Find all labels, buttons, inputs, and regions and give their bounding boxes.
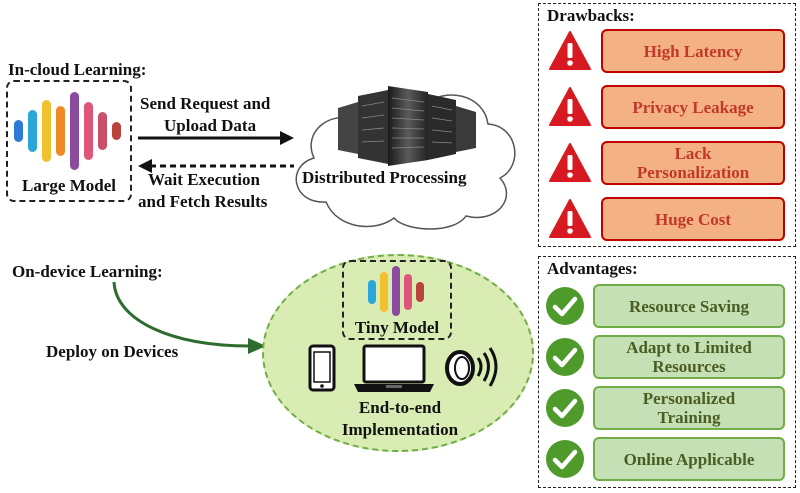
warning-icon bbox=[549, 87, 591, 126]
check-icon bbox=[546, 287, 584, 325]
large-model-label: Large Model bbox=[22, 176, 116, 195]
drawbacks-title: Drawbacks: bbox=[547, 6, 635, 25]
advantage-item: Online Applicable bbox=[539, 437, 795, 481]
drawback-item: Lack Personalization bbox=[539, 141, 795, 185]
phone-icon bbox=[308, 344, 336, 392]
drawbacks-panel: Drawbacks: High Latency Privacy Leakage … bbox=[538, 3, 796, 247]
smart-ring-icon bbox=[445, 347, 498, 387]
tiny-model-box: Tiny Model bbox=[342, 260, 452, 340]
check-icon bbox=[546, 440, 584, 478]
advantage-item: Personalized Training bbox=[539, 386, 795, 430]
warning-icon bbox=[549, 199, 591, 238]
tiny-model-label: Tiny Model bbox=[354, 318, 440, 337]
waveform-icon bbox=[368, 266, 424, 316]
advantages-panel: Advantages: Resource Saving Adapt to Lim… bbox=[538, 256, 796, 488]
check-icon bbox=[546, 389, 584, 427]
advantage-label: Adapt to Limited Resources bbox=[593, 335, 785, 379]
deploy-on-devices-label: Deploy on Devices bbox=[46, 342, 179, 361]
drawback-item: Huge Cost bbox=[539, 197, 795, 241]
waveform-icon bbox=[14, 92, 121, 170]
fetch-arrow bbox=[138, 159, 294, 173]
laptop-icon bbox=[354, 344, 434, 392]
upload-arrow bbox=[138, 131, 294, 145]
drawback-item: High Latency bbox=[539, 29, 795, 73]
server-racks-icon bbox=[338, 86, 476, 166]
upload-data-label: Upload Data bbox=[164, 116, 257, 135]
in-cloud-learning-label: In-cloud Learning: bbox=[8, 60, 147, 79]
send-request-label: Send Request and bbox=[140, 94, 271, 113]
deploy-arrow bbox=[112, 281, 266, 354]
advantage-label: Personalized Training bbox=[593, 386, 785, 430]
fetch-results-label: and Fetch Results bbox=[138, 192, 268, 211]
wait-execution-label: Wait Execution bbox=[148, 170, 260, 189]
advantage-label: Online Applicable bbox=[593, 437, 785, 481]
check-icon bbox=[546, 338, 584, 376]
warning-icon bbox=[549, 143, 591, 182]
advantage-item: Adapt to Limited Resources bbox=[539, 335, 795, 379]
drawback-label: High Latency bbox=[601, 29, 785, 73]
drawback-item: Privacy Leakage bbox=[539, 85, 795, 129]
advantage-label: Resource Saving bbox=[593, 284, 785, 328]
drawback-label: Huge Cost bbox=[601, 197, 785, 241]
end-to-end-label: End-to-end bbox=[358, 398, 442, 417]
on-device-learning-label: On-device Learning: bbox=[12, 262, 163, 281]
advantages-title: Advantages: bbox=[547, 259, 638, 278]
implementation-label: Implementation bbox=[341, 420, 459, 439]
distributed-processing-label: Distributed Processing bbox=[302, 168, 467, 187]
drawback-label: Privacy Leakage bbox=[601, 85, 785, 129]
advantage-item: Resource Saving bbox=[539, 284, 795, 328]
drawback-label: Lack Personalization bbox=[601, 141, 785, 185]
warning-icon bbox=[549, 31, 591, 70]
large-model-box: Large Model bbox=[6, 80, 132, 202]
